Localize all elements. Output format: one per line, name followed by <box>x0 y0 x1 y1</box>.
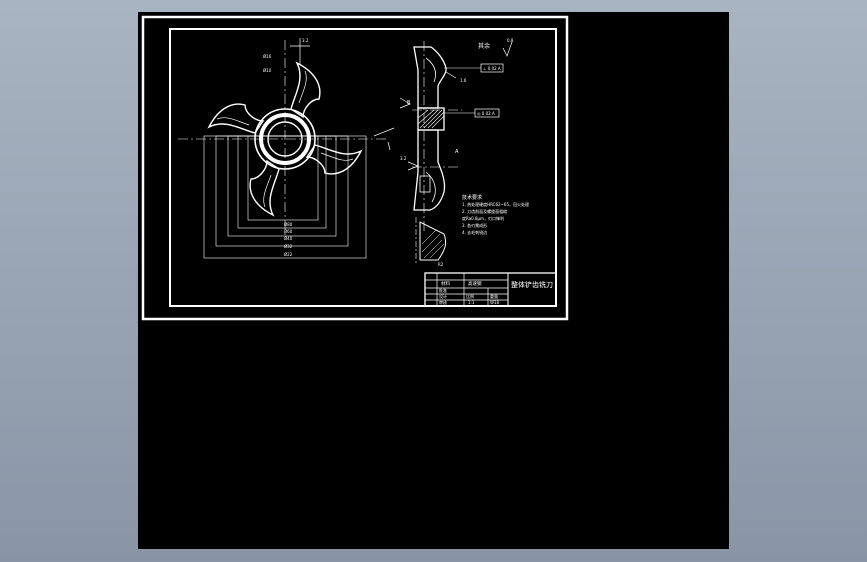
tb-value-material: 高速钢 <box>468 280 482 287</box>
hub-ring-circle <box>259 113 311 165</box>
tolerance-frame-2-text: ◎ 0.02 A <box>477 111 495 116</box>
roughness-text-1: 3.2 <box>302 38 309 43</box>
tb-code-scale: 1:1 <box>468 300 475 305</box>
note-1: 1. 热处理硬度HRC62~65，回火处理 <box>462 201 529 207</box>
sheet-outer-frame <box>141 15 569 321</box>
cutter-tooth-4 <box>207 103 265 134</box>
cutter-tooth-2 <box>305 144 363 175</box>
tb-label-approve: 批准 <box>439 287 447 293</box>
notes-title: 技术要求 <box>462 194 482 201</box>
dim-text-5: Ø22 <box>284 252 293 257</box>
roughness-text-3: 1.6 <box>460 78 467 83</box>
technical-notes: 技术要求 1. 热处理硬度HRC62~65，回火处理 2. 刀齿前面及螺旋面粗糙… <box>462 194 529 235</box>
note-3: 度Ra0.8μm，刃口锋利 <box>462 215 504 221</box>
tolerance-frame-1-text: ⊥ 0.02 A <box>483 66 501 71</box>
cutter-tooth-1 <box>290 61 321 119</box>
tb-label-scale: 比例 <box>466 293 474 299</box>
dim-text-4: Ø32 <box>284 244 293 249</box>
dim-box-5 <box>247 135 319 221</box>
bore-circle <box>267 121 303 157</box>
dim-text-6: Ø16 <box>263 54 272 59</box>
cad-viewport[interactable]: Ø80 Ø60 Ø40 Ø32 Ø22 Ø16 Ø10 3.2 ⊥ <box>138 12 729 549</box>
cutter-front-view: Ø80 Ø60 Ø40 Ø32 Ø22 Ø16 Ø10 3.2 <box>178 38 395 259</box>
section-upper-profile <box>413 46 447 109</box>
datum-letter-a: A <box>455 149 459 155</box>
cad-drawing: Ø80 Ø60 Ø40 Ø32 Ø22 Ø16 Ø10 3.2 ⊥ <box>141 15 569 321</box>
dim-text-7: Ø10 <box>263 68 272 73</box>
section-hub <box>417 107 445 131</box>
dim-text-3: Ø40 <box>284 236 293 241</box>
note-4: 3. 各刃需成形 <box>462 222 487 228</box>
dim-text-2: Ø60 <box>284 229 293 234</box>
dim-box-3 <box>227 135 337 237</box>
tb-label-design: 设计 <box>439 293 447 299</box>
surface-note: 其余 <box>478 42 490 50</box>
cutter-tooth-3 <box>249 159 280 217</box>
detail-view: R2 <box>415 217 447 267</box>
roughness-text-2: 0.8 <box>507 38 514 43</box>
dim-box-2 <box>215 135 349 247</box>
tb-label-weight: 重量 <box>490 293 498 299</box>
tb-label-material: 材料 <box>441 280 450 287</box>
part-name: 整体铲齿铣刀 <box>511 280 553 289</box>
note-2: 2. 刀齿前面及螺旋面粗糙 <box>462 208 507 214</box>
dim-text-1: Ø80 <box>284 222 293 227</box>
section-lower-profile <box>413 129 446 211</box>
tb-code-material: W18 <box>490 300 500 305</box>
section-view: ⊥ 0.02 A ◎ 0.02 A 其余 0.8 A B 1.6 3.2 <box>399 38 514 234</box>
title-block: 整体铲齿铣刀 材料 高速钢 比例 重量 设计 审核 批准 1:1 W18 <box>424 272 557 307</box>
sheet-inner-frame <box>169 28 557 307</box>
note-5: 4. 去毛刺锐边 <box>462 229 487 235</box>
detail-dim: R2 <box>438 262 444 267</box>
tb-label-review: 审核 <box>439 299 447 305</box>
roughness-text-4: 3.2 <box>400 156 407 161</box>
hub-outer-circle <box>254 108 316 170</box>
